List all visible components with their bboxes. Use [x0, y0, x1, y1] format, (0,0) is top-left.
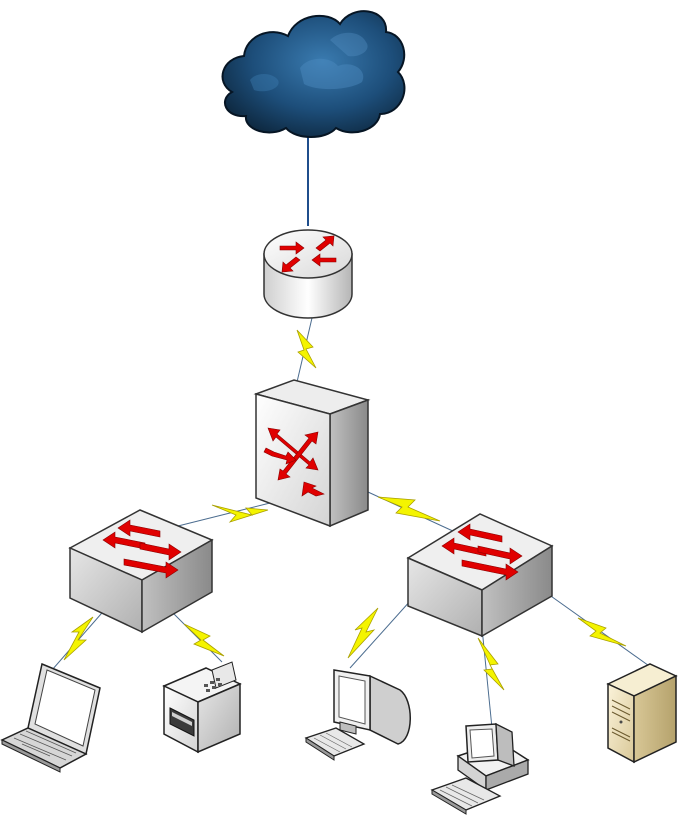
pc-icon: [430, 722, 530, 815]
multilayer-switch-icon: [253, 379, 371, 528]
link-core-switch-right: [367, 491, 456, 533]
link-switch-right-pc: [477, 627, 505, 729]
links: [51, 130, 653, 729]
printer-icon: [162, 661, 242, 754]
workgroup-switch-icon: [68, 509, 214, 634]
link-switch-right-server: [547, 593, 653, 669]
workgroup-switch-icon: [406, 513, 554, 638]
workstation-icon: [304, 669, 411, 761]
link-router-core-switch: [296, 317, 317, 383]
link-switch-left-printer: [167, 607, 225, 663]
router-icon: [263, 229, 353, 319]
link-core-switch-left: [177, 499, 283, 527]
laptop-icon: [0, 662, 101, 773]
link-switch-left-laptop: [51, 605, 109, 671]
server-icon: [606, 663, 678, 764]
cloud-icon: [221, 10, 406, 138]
